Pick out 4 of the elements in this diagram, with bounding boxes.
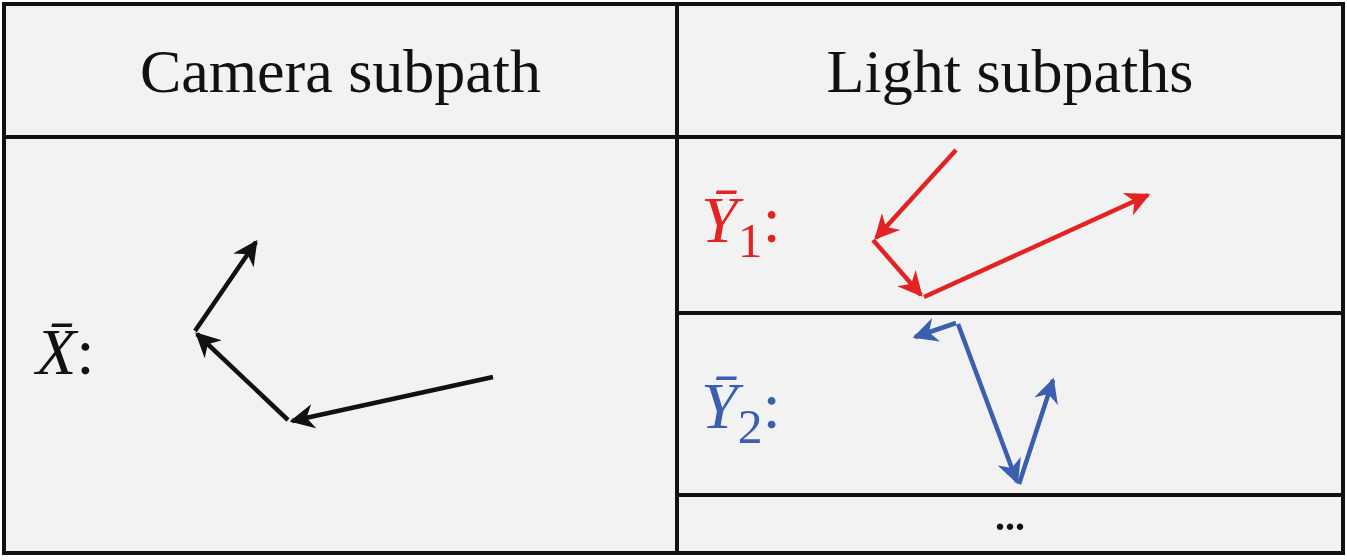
ellipsis: ... (995, 497, 1025, 537)
path-symbol: X̄: (36, 319, 95, 385)
path-symbol: Ȳ$_{2}$: (701, 373, 781, 452)
path-symbol: Ȳ$_{1}$: (701, 187, 781, 266)
